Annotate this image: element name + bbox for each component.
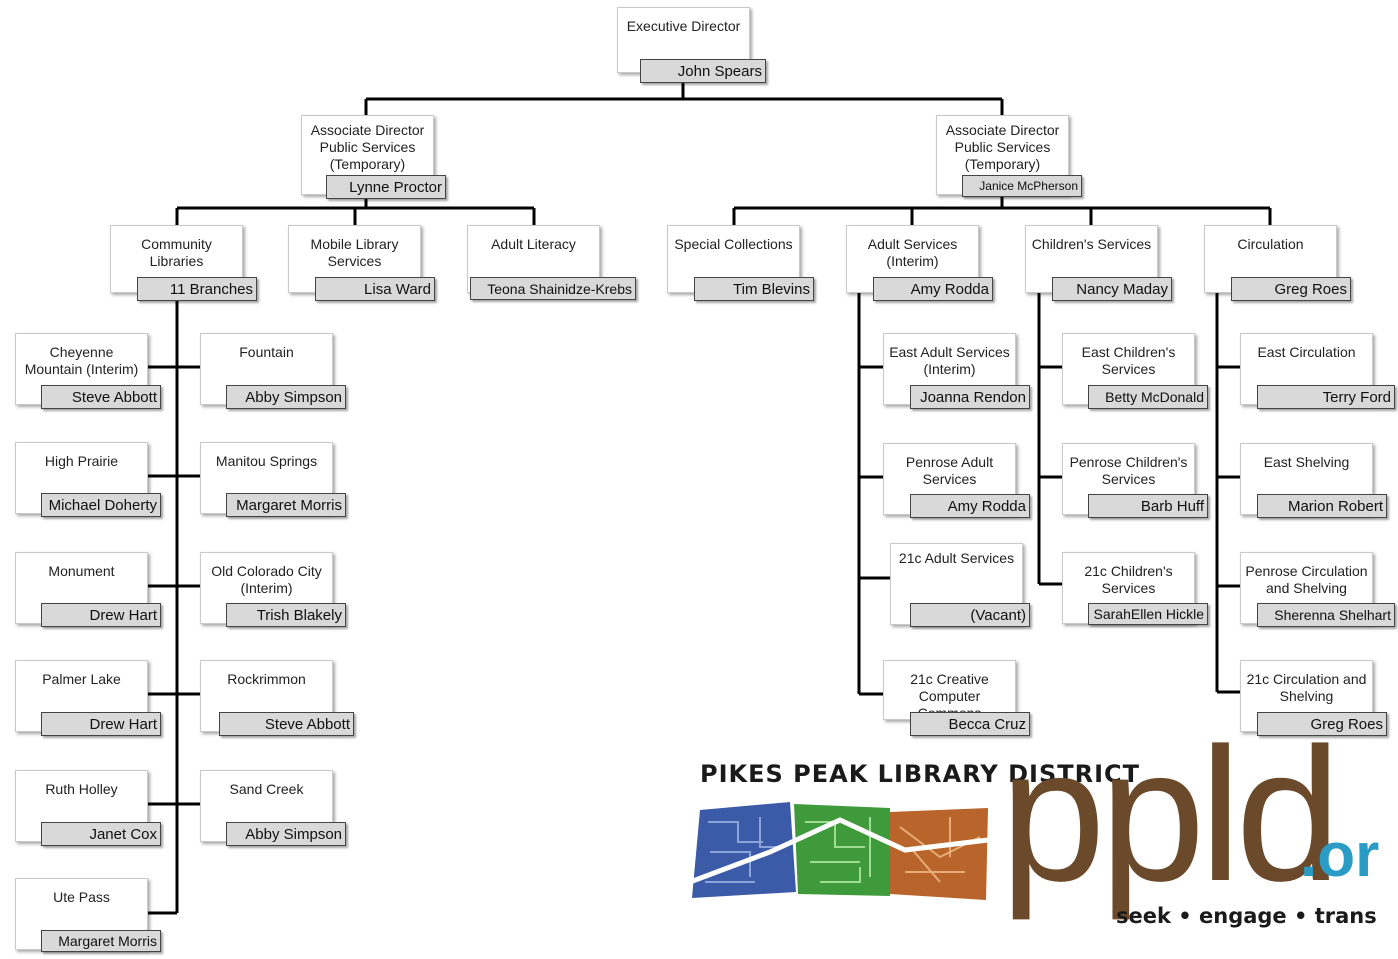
logo-tagline: seek • engage • trans [1116,904,1377,928]
org-node-name: Marion Robert [1257,494,1387,518]
org-node-name: (Vacant) [910,603,1030,627]
org-node-name: SarahEllen Hickle [1088,603,1208,625]
logo-title: PIKES PEAK LIBRARY DISTRICT [700,760,1141,788]
org-node-name: Terry Ford [1257,385,1395,409]
org-node-name: Teona Shainidze-Krebs [470,277,636,300]
org-node-name: Betty McDonald [1088,385,1208,409]
org-node-name: John Spears [640,59,766,83]
org-node-name: Lynne Proctor [326,175,446,199]
org-node-name: 11 Branches [137,277,257,301]
org-node-name: Trish Blakely [226,603,346,627]
org-node-title: East Children's Services [1062,333,1195,405]
org-node-name: Michael Doherty [41,493,161,517]
org-node-name: Margaret Morris [41,930,161,952]
org-node-name: Barb Huff [1088,494,1208,518]
org-node-name: Becca Cruz [910,712,1030,736]
logo-tile-green [794,804,890,896]
org-node-name: Steve Abbott [219,712,354,736]
org-node-name: Greg Roes [1257,712,1387,736]
org-node-name: Abby Simpson [226,385,346,409]
org-node-name: Janice McPherson [962,175,1082,197]
logo-wordmark: ppld [1000,709,1341,921]
org-node-name: Drew Hart [41,712,161,736]
org-node-name: Tim Blevins [694,277,814,301]
org-node-name: Amy Rodda [910,494,1030,518]
org-node-name: Joanna Rendon [910,385,1030,409]
org-node-name: Sherenna Shelhart [1257,603,1395,627]
org-node-name: Greg Roes [1231,277,1351,301]
org-node-title: Penrose Circulation and Shelving [1240,552,1373,624]
org-node-name: Janet Cox [41,822,161,846]
ppld-logo [689,740,1398,954]
org-node-title: 21c Creative Computer Commons [883,660,1016,721]
org-node-name: Margaret Morris [226,493,346,517]
logo-tile-orange [890,808,988,900]
logo-domain-suffix: .or [1300,821,1380,890]
org-node-title: High Prairie [15,442,148,514]
org-node-name: Abby Simpson [226,822,346,846]
org-node-name: Amy Rodda [873,277,993,301]
org-node-name: Nancy Maday [1052,277,1172,301]
org-node-name: Drew Hart [41,603,161,627]
org-node-name: Lisa Ward [315,277,435,301]
logo-tile-blue [692,802,796,898]
logo-mountain-tiles [689,802,989,900]
org-node-name: Steve Abbott [41,385,161,409]
